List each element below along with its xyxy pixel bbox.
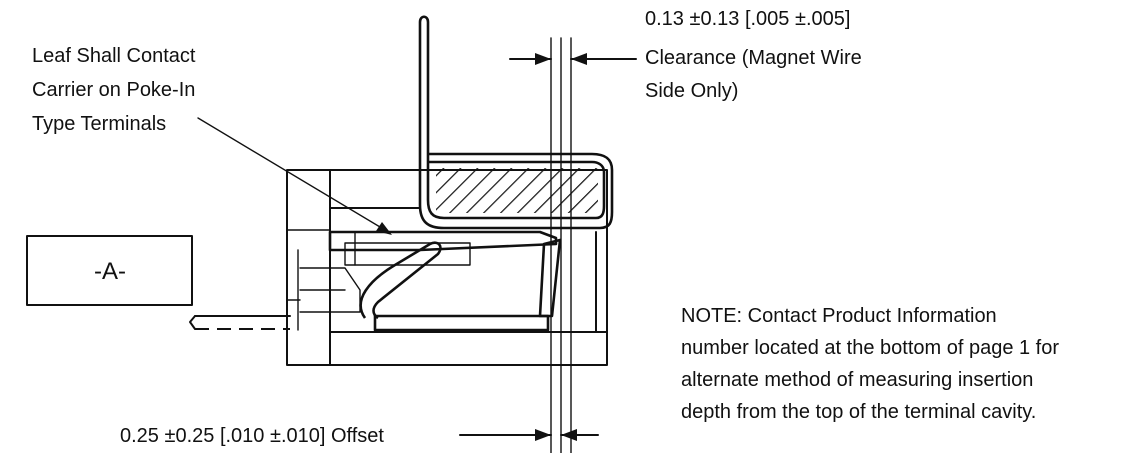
offset-label: 0.25 ±0.25 [.010 ±.010] Offset <box>120 425 384 447</box>
leaf-contact-note: Leaf Shall Contact Carrier on Poke-In Ty… <box>32 45 196 135</box>
leaf-note-line-1: Leaf Shall Contact <box>32 45 196 67</box>
clearance-note: 0.13 ±0.13 [.005 ±.005] Clearance (Magne… <box>645 8 862 102</box>
datum-block: -A- <box>26 235 193 306</box>
magnet-wire-carrier <box>418 15 614 230</box>
contact-upper-strip <box>328 230 558 252</box>
leaf-note-line-3: Type Terminals <box>32 113 166 135</box>
leaf-leader-line <box>197 117 392 235</box>
note-line-2: number located at the bottom of page 1 f… <box>681 337 1059 359</box>
clearance-dimension <box>509 53 637 65</box>
clearance-line-3: Side Only) <box>645 80 738 102</box>
leaf-note-line-2: Carrier on Poke-In <box>32 79 195 101</box>
note-line-3: alternate method of measuring insertion <box>681 369 1033 391</box>
contact-side-wall <box>538 238 562 318</box>
clearance-line-1: 0.13 ±0.13 [.005 ±.005] <box>645 8 850 30</box>
insertion-note: NOTE: Contact Product Information number… <box>681 305 1059 423</box>
terminal-blade <box>189 315 291 330</box>
reference-lines <box>550 37 572 453</box>
clearance-line-2: Clearance (Magnet Wire <box>645 47 862 69</box>
contact-lower-strip <box>373 314 550 332</box>
datum-label: -A- <box>94 258 126 285</box>
terminal-cavity <box>299 231 471 313</box>
note-line-1: NOTE: Contact Product Information <box>681 305 997 327</box>
offset-dimension <box>459 429 599 441</box>
note-line-4: depth from the top of the terminal cavit… <box>681 401 1036 423</box>
spring-leaf <box>359 241 442 320</box>
